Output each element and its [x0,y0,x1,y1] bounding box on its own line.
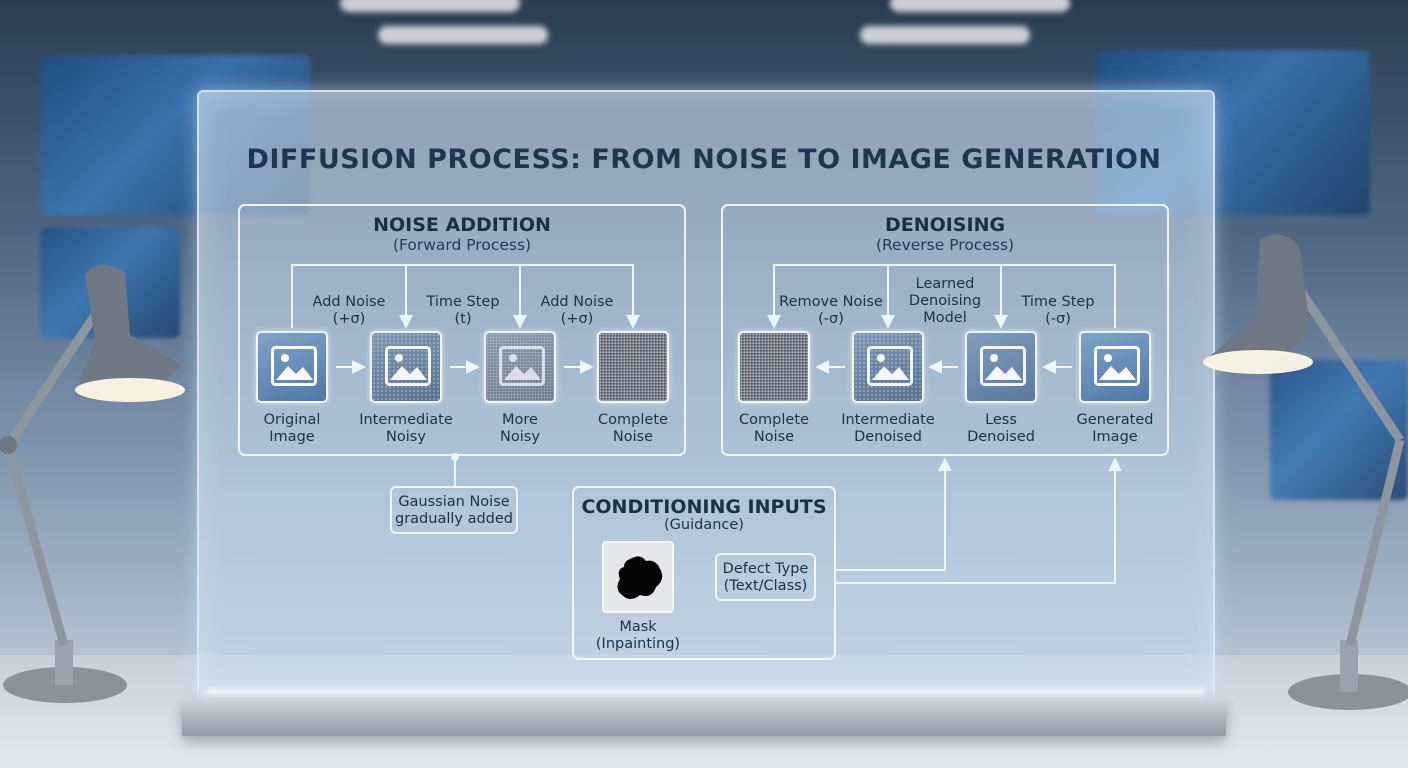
image-icon [499,346,545,386]
forward-section-subtitle: (Forward Process) [392,236,532,254]
step-label-complete-noise: Complete Noise [598,412,668,445]
glass-display-panel [197,90,1215,702]
gaussian-noise-note: Gaussian Noise gradually added [395,494,513,527]
forward-label-time-step: Time Step (t) [426,294,500,327]
ceiling-light [378,26,548,44]
step-label-less-denoised: Less Denoised [967,412,1035,445]
image-icon [980,346,1026,386]
step-label-intermediate-denoised: Intermediate Denoised [841,412,935,445]
mask-label: Mask (Inpainting) [595,619,681,652]
forward-label-add-noise: Add Noise (+σ) [540,294,614,327]
reverse-label-time-step: Time Step (-σ) [1021,294,1095,327]
desk-lamp-icon [0,264,185,703]
step-label-generated-image: Generated Image [1076,412,1154,445]
step-label-original-image: Original Image [263,412,321,445]
image-icon [385,346,431,386]
background-monitor [1270,360,1408,500]
diagram-title: DIFFUSION PROCESS: FROM NOISE TO IMAGE G… [246,144,1162,175]
defect-type-label: Defect Type (Text/Class) [722,561,809,594]
reverse-label-remove-noise: Remove Noise (-σ) [779,294,883,327]
reverse-section-subtitle: (Reverse Process) [875,236,1015,254]
mask-tile [602,541,674,613]
defect-type-frame [715,553,816,601]
reverse-section-title: DENOISING [884,214,1006,236]
desk-lamp-icon [1203,234,1408,710]
conditioning-frame [572,486,836,660]
step-label-more-noisy: More Noisy [500,412,540,445]
forward-label-add-noise: Add Noise (+σ) [312,294,386,327]
image-icon [867,346,913,386]
complete-noise-tile [597,331,669,403]
forward-section-title: NOISE ADDITION [373,214,551,236]
ceiling-light [860,26,1030,44]
ceiling-light [890,0,1070,12]
panel-glow [205,688,1205,696]
conditioning-subtitle: (Guidance) [664,517,744,533]
original-image-tile [256,331,328,403]
image-icon [271,346,317,386]
mask-blob-icon [617,556,663,599]
reverse-process-frame [721,204,1169,456]
step-label-intermediate-noisy: Intermediate Noisy [359,412,453,445]
forward-process-frame [238,204,686,456]
conditioning-title: CONDITIONING INPUTS [581,496,827,518]
intermediate-noisy-tile [370,331,442,403]
ceiling-light [340,0,520,12]
generated-image-tile [1079,331,1151,403]
step-label-complete-noise: Complete Noise [739,412,809,445]
intermediate-denoised-tile [852,331,924,403]
more-noisy-tile [484,331,556,403]
reverse-complete-noise-tile [738,331,810,403]
panel-stand [182,698,1226,736]
less-denoised-tile [965,331,1037,403]
image-icon [1094,346,1140,386]
reverse-label-learned-model: Learned Denoising Model [908,276,982,326]
